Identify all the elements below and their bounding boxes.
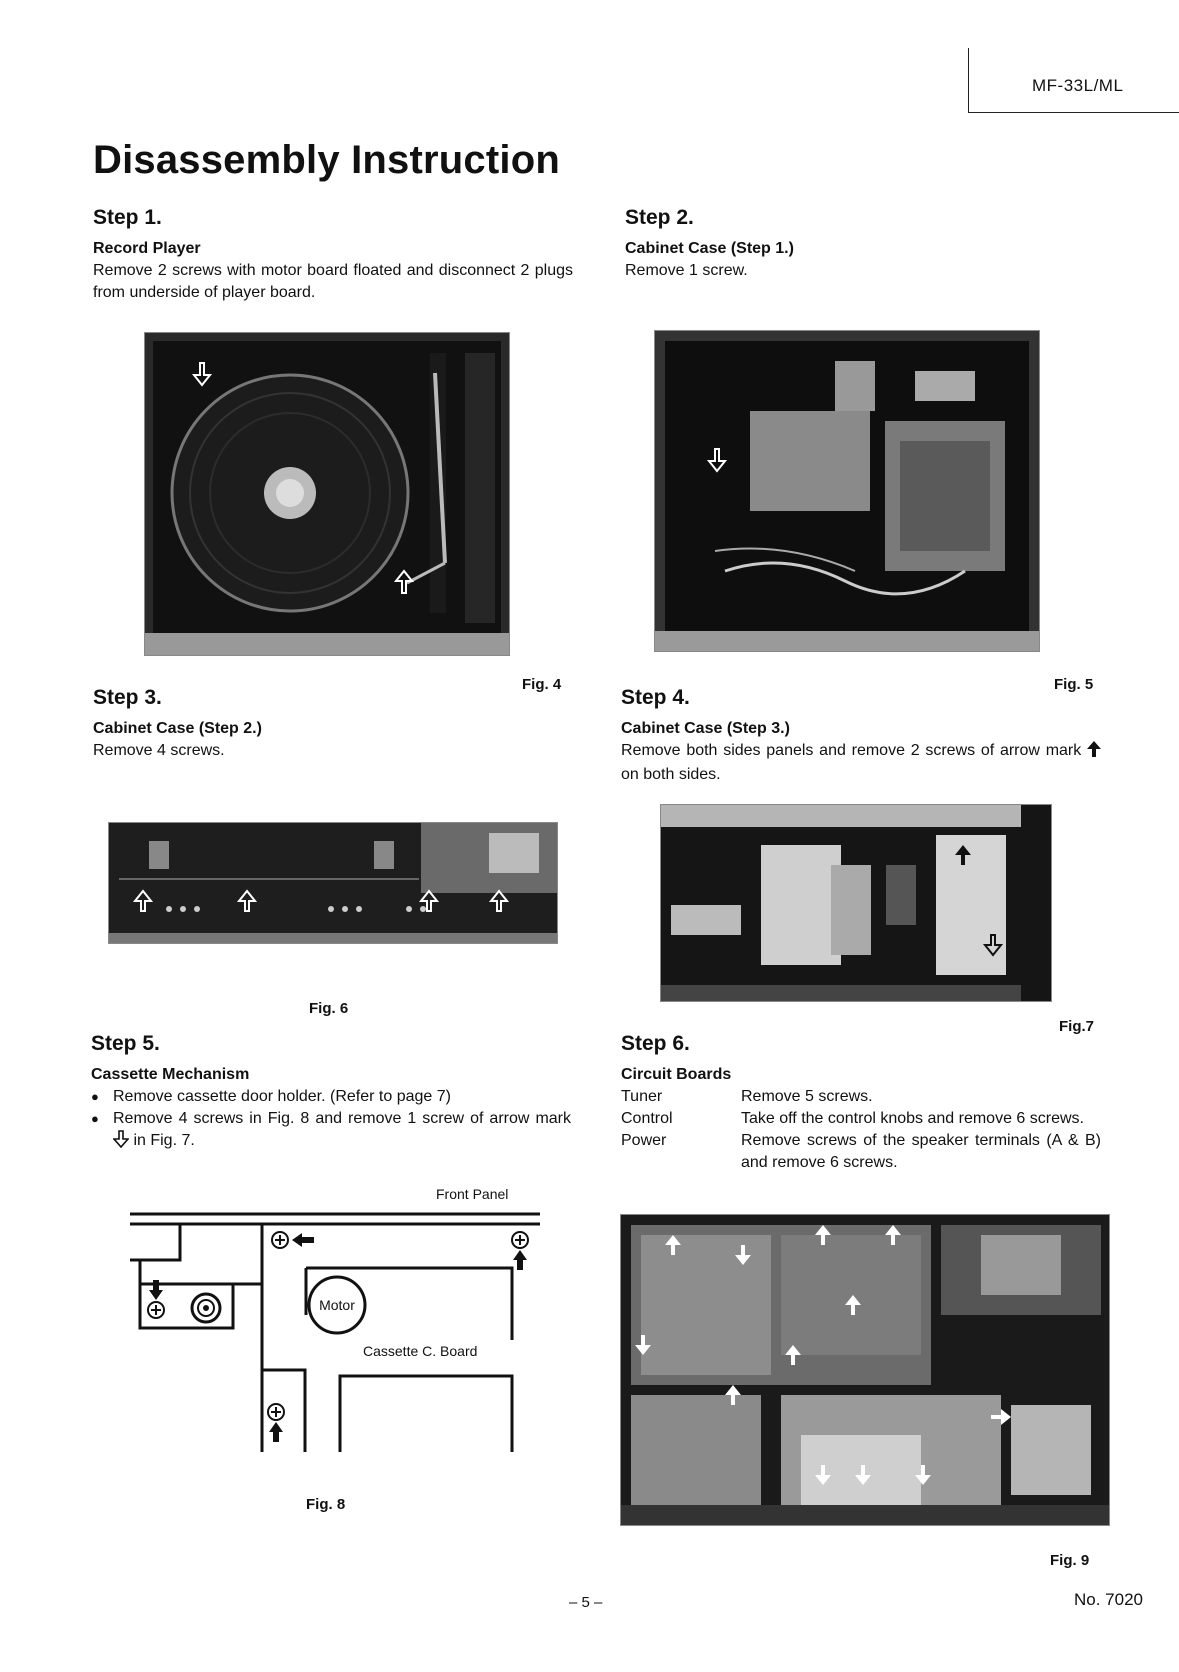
- figure-label-fig9: Fig. 9: [1050, 1552, 1090, 1569]
- row-label-tuner: Tuner: [621, 1088, 663, 1105]
- page-number: – 5 –: [569, 1594, 603, 1611]
- model-number: MF-33L/ML: [1032, 76, 1124, 95]
- figure-label-fig7: Fig.7: [1059, 1018, 1095, 1035]
- record-player-photo: [144, 332, 510, 656]
- step3-subtitle: Cabinet Case (Step 2.): [93, 720, 262, 737]
- figure-label-fig8: Fig. 8: [306, 1496, 346, 1513]
- step5-bullet-2-after: in Fig. 7.: [133, 1132, 195, 1149]
- table-row: Control Take off the control knobs and r…: [621, 1108, 1101, 1130]
- table-row: Tuner Remove 5 screws.: [621, 1086, 1101, 1108]
- side-panel-photo: [660, 804, 1052, 1002]
- cabinet-case-photo: [654, 330, 1040, 652]
- figure-label-fig4: Fig. 4: [522, 676, 562, 693]
- row-label-control: Control: [621, 1110, 673, 1127]
- row-label-power: Power: [621, 1132, 667, 1149]
- step5-bullet-1: Remove cassette door holder. (Refer to p…: [91, 1086, 571, 1108]
- step4-text-before: Remove both sides panels and remove 2 sc…: [621, 742, 1082, 759]
- cassette-board-label: Cassette C. Board: [363, 1343, 478, 1359]
- figure-label-fig6: Fig. 6: [309, 1000, 349, 1017]
- circuit-boards-photo: [620, 1214, 1110, 1526]
- circuit-boards-table: Tuner Remove 5 screws. Control Take off …: [621, 1086, 1101, 1174]
- row-text-tuner: Remove 5 screws.: [741, 1088, 873, 1105]
- step1-heading: Step 1.: [93, 206, 162, 229]
- step6-subtitle: Circuit Boards: [621, 1066, 732, 1083]
- front-panel-label: Front Panel: [436, 1186, 509, 1202]
- step2-text: Remove 1 screw.: [625, 262, 748, 279]
- document-number: No. 7020: [1074, 1590, 1143, 1609]
- row-text-control: Take off the control knobs and remove 6 …: [741, 1110, 1084, 1127]
- down-arrow-outline-icon: [112, 1130, 130, 1155]
- step5-subtitle: Cassette Mechanism: [91, 1066, 250, 1083]
- step2-subtitle: Cabinet Case (Step 1.): [625, 240, 794, 257]
- figure-label-fig5: Fig. 5: [1054, 676, 1094, 693]
- step5-bullet-2: Remove 4 screws in Fig. 8 and remove 1 s…: [91, 1108, 571, 1155]
- cassette-mechanism-diagram: Front Panel Motor Cassette C. Board: [120, 1180, 552, 1460]
- row-text-power: Remove screws of the speaker terminals (…: [741, 1132, 1101, 1171]
- page-title: Disassembly Instruction: [93, 138, 560, 182]
- cabinet-rear-photo: [108, 822, 558, 944]
- table-row: Power Remove screws of the speaker termi…: [621, 1130, 1101, 1174]
- step4-heading: Step 4.: [621, 686, 690, 709]
- step4-subtitle: Cabinet Case (Step 3.): [621, 720, 790, 737]
- step1-subtitle: Record Player: [93, 240, 201, 257]
- step2-heading: Step 2.: [625, 206, 694, 229]
- step5-bullets: Remove cassette door holder. (Refer to p…: [91, 1086, 571, 1155]
- step5-bullet-2-before: Remove 4 screws in Fig. 8 and remove 1 s…: [113, 1110, 571, 1127]
- step5-heading: Step 5.: [91, 1032, 160, 1055]
- step4-text-after: on both sides.: [621, 766, 721, 783]
- step4-text: Remove both sides panels and remove 2 sc…: [621, 740, 1101, 786]
- step3-text: Remove 4 screws.: [93, 742, 225, 759]
- up-arrow-solid-icon: [1087, 741, 1101, 764]
- step1-text: Remove 2 screws with motor board floated…: [93, 262, 573, 301]
- step3-heading: Step 3.: [93, 686, 162, 709]
- model-box: [968, 48, 1179, 113]
- step6-heading: Step 6.: [621, 1032, 690, 1055]
- motor-label: Motor: [319, 1297, 355, 1313]
